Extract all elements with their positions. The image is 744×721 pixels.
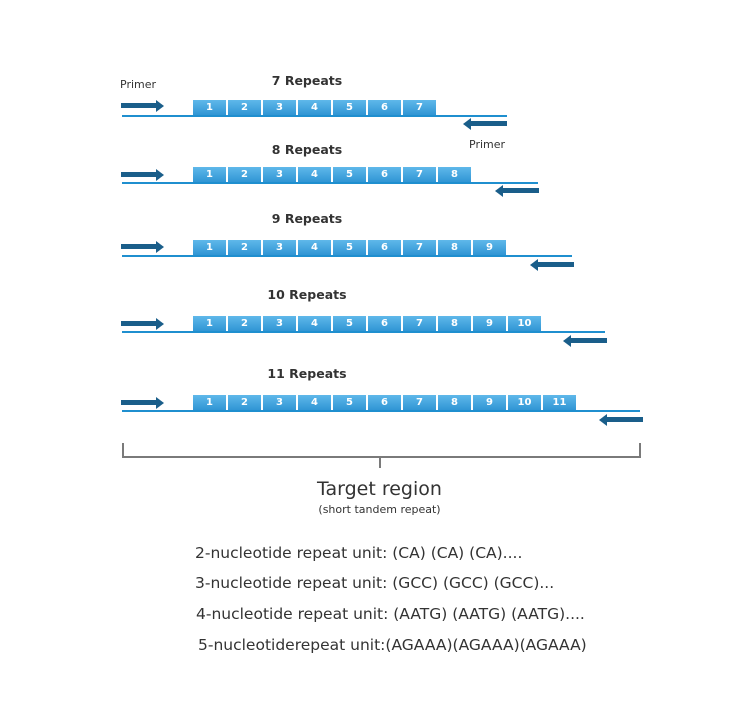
repeat-unit: 4 (298, 167, 331, 183)
repeat-unit: 3 (263, 100, 296, 116)
repeat-unit: 5 (333, 240, 366, 256)
repeat-title: 11 Repeats (267, 366, 347, 381)
repeat-unit: 2 (228, 167, 261, 183)
repeat-boxes: 1 2 3 4 5 6 7 8 9 10 (193, 316, 543, 332)
repeat-boxes: 1 2 3 4 5 6 7 8 9 (193, 240, 508, 256)
repeat-unit: 9 (473, 240, 506, 256)
reverse-primer-arrow-icon (599, 413, 643, 427)
repeat-unit-example-2: 2-nucleotide repeat unit: (CA) (CA) (CA)… (195, 544, 523, 562)
reverse-primer-arrow-icon (563, 334, 607, 348)
repeat-unit: 4 (298, 240, 331, 256)
repeat-unit: 4 (298, 100, 331, 116)
repeat-unit: 8 (438, 240, 471, 256)
repeat-unit: 2 (228, 316, 261, 332)
repeat-unit: 4 (298, 316, 331, 332)
repeat-unit: 3 (263, 316, 296, 332)
repeat-unit-example-3: 3-nucleotide repeat unit: (GCC) (GCC) (G… (195, 574, 555, 592)
bracket-left-tick (122, 443, 124, 458)
forward-primer-arrow-icon (121, 396, 165, 410)
dna-strand (122, 331, 605, 333)
repeat-unit: 2 (228, 100, 261, 116)
forward-primer-arrow-icon (121, 99, 165, 113)
repeat-unit: 5 (333, 100, 366, 116)
bracket-baseline (122, 456, 641, 458)
repeat-unit: 7 (403, 395, 436, 411)
primer-label-reverse: Primer (469, 138, 506, 151)
repeat-unit: 10 (508, 395, 541, 411)
repeat-unit: 3 (263, 167, 296, 183)
repeat-unit: 1 (193, 395, 226, 411)
bracket-right-tick (639, 443, 641, 458)
repeat-boxes: 1 2 3 4 5 6 7 8 (193, 167, 473, 183)
dna-strand (122, 410, 640, 412)
repeat-unit: 3 (263, 240, 296, 256)
repeat-unit: 7 (403, 167, 436, 183)
repeat-unit-example-4: 4-nucleotide repeat unit: (AATG) (AATG) … (196, 605, 585, 623)
repeat-unit: 8 (438, 167, 471, 183)
primer-label-forward: Primer (120, 78, 157, 91)
repeat-unit: 4 (298, 395, 331, 411)
repeat-unit: 6 (368, 167, 401, 183)
repeat-unit: 5 (333, 395, 366, 411)
repeat-boxes: 1 2 3 4 5 6 7 (193, 100, 438, 116)
reverse-primer-arrow-icon (530, 258, 574, 272)
reverse-primer-arrow-icon (495, 184, 539, 198)
repeat-unit: 8 (438, 316, 471, 332)
repeat-unit-example-5: 5-nucleotiderepeat unit:(AGAAA)(AGAAA)(A… (198, 636, 587, 654)
repeat-unit: 1 (193, 100, 226, 116)
repeat-unit: 11 (543, 395, 576, 411)
target-region-title: Target region (317, 478, 442, 500)
repeat-title: 9 Repeats (271, 211, 343, 226)
target-region-subtitle: (short tandem repeat) (318, 503, 441, 516)
repeat-title: 8 Repeats (271, 142, 343, 157)
repeat-unit: 10 (508, 316, 541, 332)
forward-primer-arrow-icon (121, 317, 165, 331)
dna-strand (122, 182, 538, 184)
repeat-unit: 7 (403, 316, 436, 332)
repeat-unit: 1 (193, 167, 226, 183)
repeat-unit: 6 (368, 100, 401, 116)
repeat-unit: 9 (473, 395, 506, 411)
bracket-center-tick (379, 456, 381, 468)
repeat-unit: 7 (403, 100, 436, 116)
forward-primer-arrow-icon (121, 168, 165, 182)
forward-primer-arrow-icon (121, 240, 165, 254)
dna-strand (122, 115, 507, 117)
reverse-primer-arrow-icon (463, 117, 507, 131)
repeat-title: 7 Repeats (271, 73, 343, 88)
repeat-unit: 6 (368, 395, 401, 411)
repeat-unit: 5 (333, 316, 366, 332)
repeat-unit: 7 (403, 240, 436, 256)
repeat-unit: 1 (193, 240, 226, 256)
repeat-unit: 6 (368, 240, 401, 256)
repeat-unit: 3 (263, 395, 296, 411)
repeat-unit: 2 (228, 240, 261, 256)
repeat-unit: 9 (473, 316, 506, 332)
repeat-unit: 2 (228, 395, 261, 411)
repeat-boxes: 1 2 3 4 5 6 7 8 9 10 11 (193, 395, 578, 411)
repeat-unit: 8 (438, 395, 471, 411)
dna-strand (122, 255, 572, 257)
repeat-unit: 5 (333, 167, 366, 183)
repeat-title: 10 Repeats (267, 287, 347, 302)
repeat-unit: 6 (368, 316, 401, 332)
repeat-unit: 1 (193, 316, 226, 332)
